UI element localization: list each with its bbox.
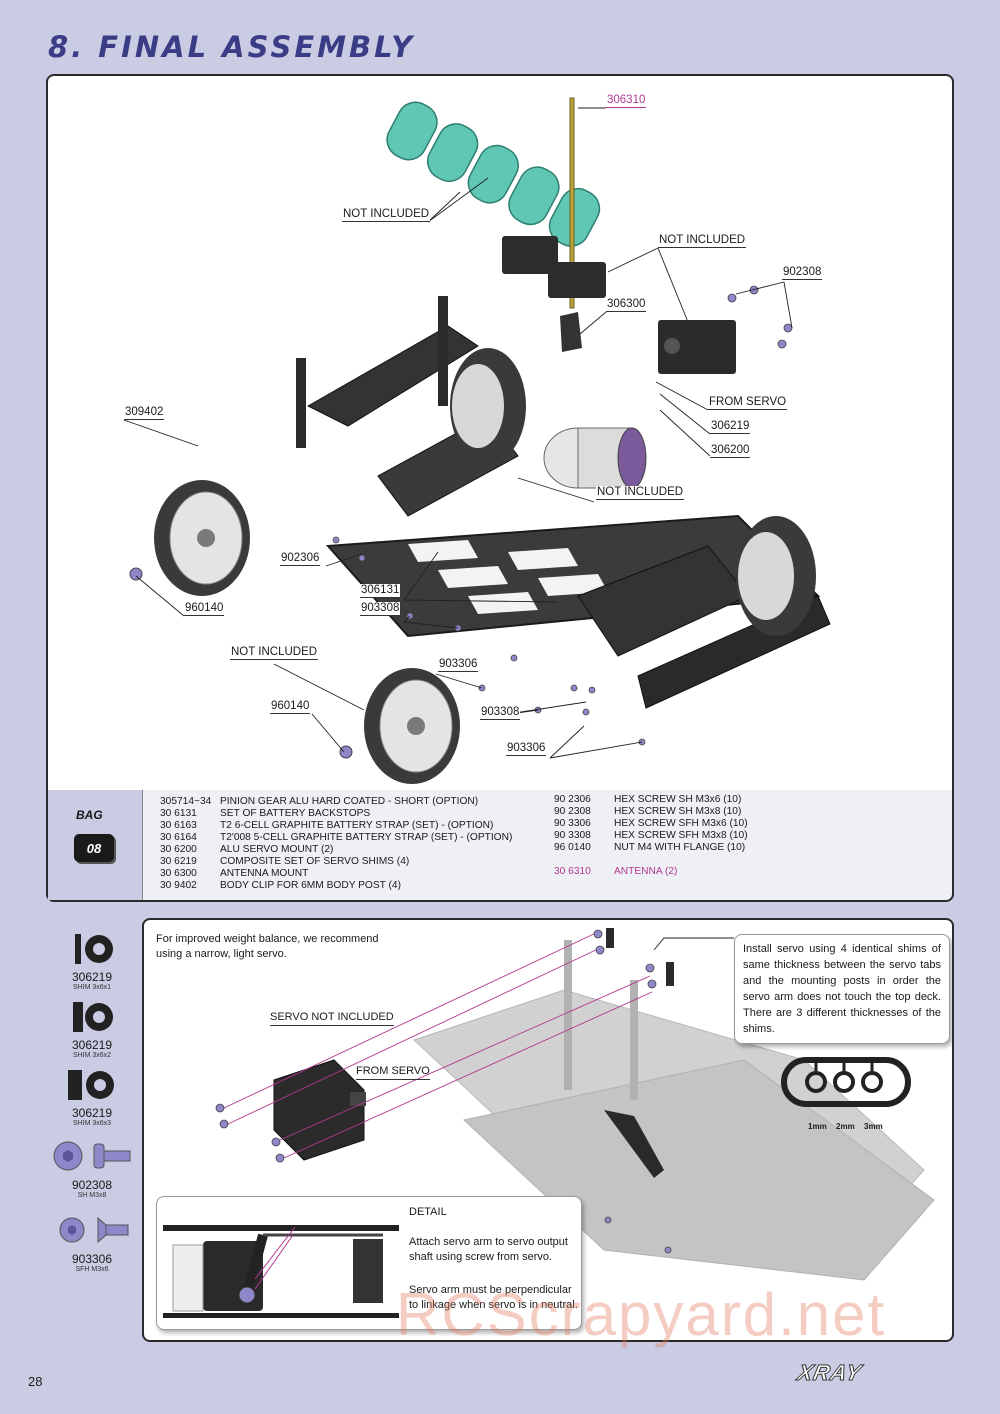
shim-size-2mm: 2mm [836,1122,855,1131]
receiver [502,236,558,274]
callout-not-included-wheel: NOT INCLUDED [230,646,319,660]
detail-title: DETAIL [409,1206,447,1218]
shim-2mm-icon [73,1002,113,1032]
speed-controller [548,262,606,298]
watermark: RCScrapyard.net [396,1281,887,1348]
hex-screw-sh-icon [53,1141,131,1171]
wheel-left-rear [364,668,460,784]
callout-960140: 960140 [184,602,225,616]
callout-903306: 903306 [438,658,479,672]
shim-install-info: Install servo using 4 identical shims of… [734,934,950,1044]
shim-size-1mm: 1mm [808,1122,827,1131]
hex-screw-sfh-icon [59,1216,129,1244]
weight-note: For improved weight balance, we recommen… [156,933,379,960]
servo-graphic [273,1059,366,1161]
servo-install-drawing [215,928,935,1281]
callout-306131: 306131 [360,584,401,598]
page-number: 28 [28,1374,43,1389]
servo-not-included-label: SERVO NOT INCLUDED [270,1010,394,1026]
brand-logo: XRAY [795,1360,865,1386]
sidebar-item-shim-2: 306219 SHIM 3x6x2 [46,1000,138,1060]
servo-arm-detail-drawing [163,1225,399,1318]
detail-box: DETAIL Attach servo arm to servo output … [156,1196,582,1330]
exploded-view-drawing [123,97,831,784]
exploded-view-panel: 306310 NOT INCLUDED NOT INCLUDED 902308 … [46,74,954,792]
callout-from-servo: FROM SERVO [708,396,788,410]
bag-label: BAG [76,808,103,822]
bag-number: 08 [74,834,114,862]
callout-not-included-servo: NOT INCLUDED [658,234,747,248]
from-servo-label: FROM SERVO [356,1064,430,1080]
callout-903308-lower: 903308 [480,706,521,720]
page-title: 8. FINAL ASSEMBLY [48,30,416,64]
detail-text-attach: Attach servo arm to servo output shaft u… [409,1236,568,1263]
callout-903306-lower: 903306 [506,742,547,756]
antenna [569,97,575,309]
sidebar-item-shim-3: 306219 SHIM 3x6x3 [46,1068,138,1128]
shim-3mm-icon [68,1070,114,1100]
sidebar-item-screw-sfh: 903306 SFH M3x6 [46,1212,138,1274]
callout-not-included-battery: NOT INCLUDED [342,208,431,222]
motor [543,427,647,489]
callout-306200: 306200 [710,444,751,458]
shim-1mm-icon [75,934,113,964]
hardware-sidebar: 306219 SHIM 3x6x1 306219 SHIM 3x6x2 3062… [46,918,138,1278]
callout-309402: 309402 [124,406,165,420]
shim-set-graphic [781,1057,911,1107]
servo-install-panel: For improved weight balance, we recommen… [142,918,954,1342]
wheel-rear-right [450,348,526,464]
callout-960140-lower: 960140 [270,700,311,714]
sidebar-item-screw-sh: 902308 SH M3x8 [46,1138,138,1200]
bag-indicator: BAG 08 [48,790,143,900]
shim-size-3mm: 3mm [864,1122,883,1131]
servo [658,320,736,374]
callout-306219: 306219 [710,420,751,434]
wheel-front-right [736,516,816,636]
callout-306300: 306300 [606,298,647,312]
battery-pack [386,101,601,247]
callout-902306: 902306 [280,552,321,566]
callout-not-included-motor: NOT INCLUDED [596,486,685,500]
sidebar-item-shim-1: 306219 SHIM 3x6x1 [46,932,138,992]
detail-text-perpendicular: Servo arm must be perpendicular to linka… [409,1284,578,1311]
wheel-left-front [154,480,250,596]
callout-903308: 903308 [360,602,401,616]
callout-antenna: 306310 [606,94,647,108]
callout-902308: 902308 [782,266,823,280]
